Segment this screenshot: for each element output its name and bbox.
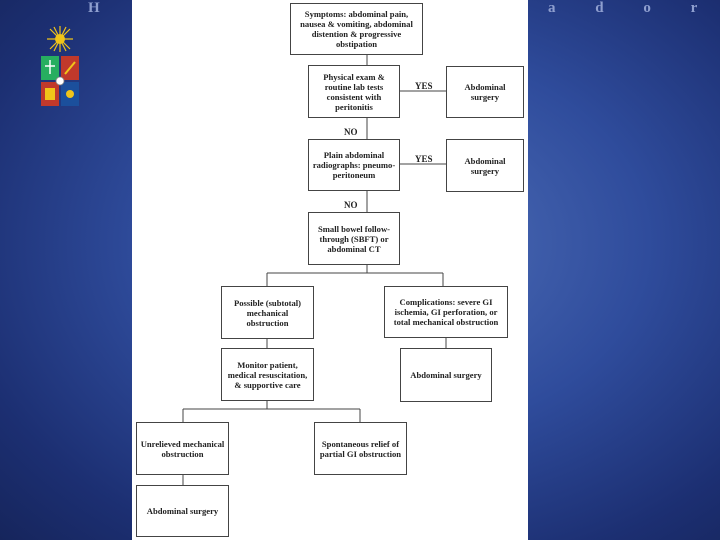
edge-label-no-1: NO [344,127,358,137]
node-abdominal-surgery-1: Abdominal surgery [446,66,524,118]
node-abdominal-surgery-4: Abdominal surgery [136,485,229,537]
header-text-right: a d o r [548,0,716,16]
edge-label-no-2: NO [344,200,358,210]
flowchart-panel: Symptoms: abdominal pain, nausea & vomit… [132,0,528,540]
node-spontaneous-relief: Spontaneous relief of partial GI obstruc… [314,422,407,475]
edge-label-yes-2: YES [415,154,433,164]
university-crest-icon [38,24,82,110]
node-possible-obstruction: Possible (subtotal) mechanical obstructi… [221,286,314,339]
edge-label-yes-1: YES [415,81,433,91]
node-abdominal-surgery-2: Abdominal surgery [446,139,524,192]
node-unrelieved-obstruction: Unrelieved mechanical obstruction [136,422,229,475]
node-abdominal-surgery-3: Abdominal surgery [400,348,492,402]
node-radiographs: Plain abdominal radiographs: pneumo-peri… [308,139,400,191]
node-monitor-patient: Monitor patient, medical resuscitation, … [221,348,314,401]
node-sbft: Small bowel follow-through (SBFT) or abd… [308,212,400,265]
node-complications: Complications: severe GI ischemia, GI pe… [384,286,508,338]
node-symptoms: Symptoms: abdominal pain, nausea & vomit… [290,3,423,55]
flowchart-connectors [182,55,447,485]
node-physical-exam: Physical exam & routine lab tests consis… [308,65,400,118]
